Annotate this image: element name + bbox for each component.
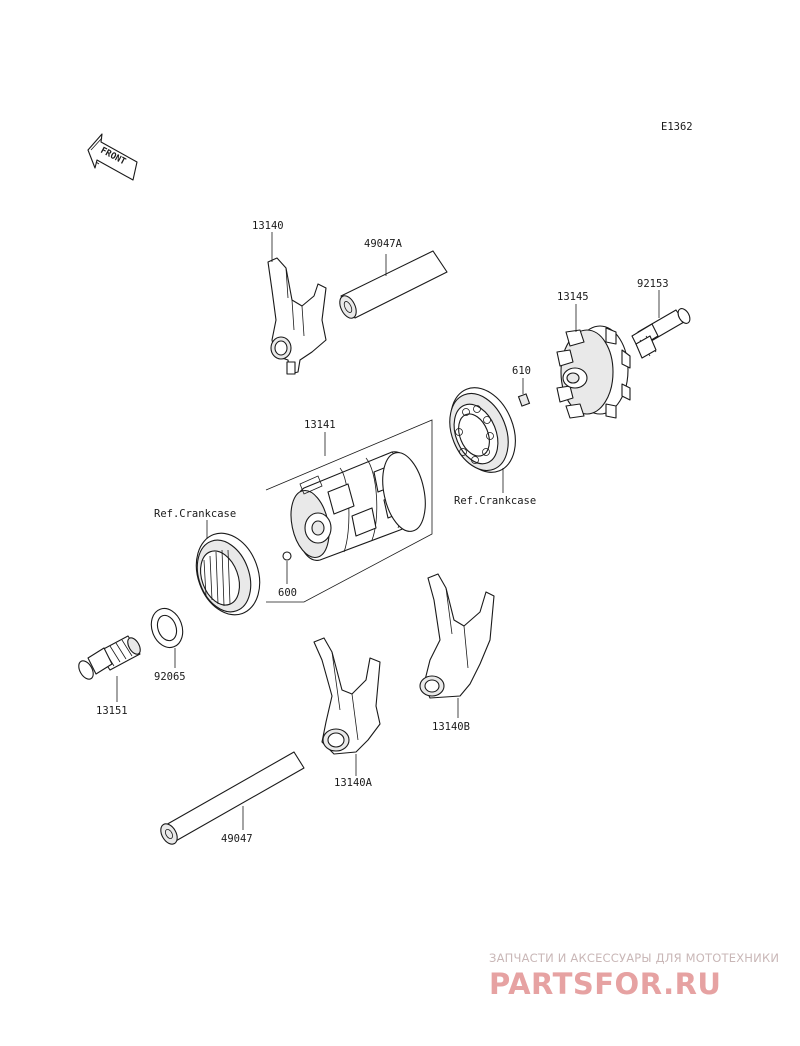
label-13140A: 13140A	[334, 777, 373, 789]
label-49047: 49047	[221, 833, 253, 845]
pin-600	[282, 551, 292, 561]
label-13140B: 13140B	[432, 721, 470, 733]
label-49047A: 49047A	[364, 238, 403, 250]
shift-fork-13140	[267, 257, 327, 375]
ball-bearing-right	[449, 387, 516, 473]
watermark-brand: PARTSFOR.RU	[489, 967, 721, 1001]
label-610: 610	[512, 365, 531, 377]
label-13151: 13151	[96, 705, 128, 717]
watermark-tagline: ЗАПЧАСТИ И АКСЕССУАРЫ ДЛЯ МОТОТЕХНИКИ	[489, 951, 779, 965]
positioning-bolt-13151	[78, 635, 141, 680]
pin-610	[517, 393, 531, 407]
label-92065: 92065	[154, 671, 186, 683]
drum-cam-13145	[556, 325, 631, 419]
label-ref-crankcase-left: Ref.Crankcase	[154, 508, 236, 520]
label-13140: 13140	[252, 220, 284, 232]
shift-rod-49047A	[339, 250, 448, 319]
shift-drum-13141	[290, 451, 426, 561]
shift-rod-49047	[160, 751, 305, 845]
diagram-code: E1362	[661, 121, 693, 133]
drum-group-frame	[265, 419, 433, 603]
shift-fork-13140B	[419, 573, 495, 699]
washer-92065	[150, 607, 184, 649]
needle-bearing-left	[195, 532, 261, 616]
label-92153: 92153	[637, 278, 669, 290]
front-arrow-icon: FRONT	[87, 133, 138, 181]
bolt-92153	[631, 308, 691, 359]
label-600: 600	[278, 587, 297, 599]
label-13141: 13141	[304, 419, 336, 431]
label-ref-crankcase-right: Ref.Crankcase	[454, 495, 536, 507]
shift-fork-13140A	[313, 637, 381, 755]
label-13145: 13145	[557, 291, 589, 303]
